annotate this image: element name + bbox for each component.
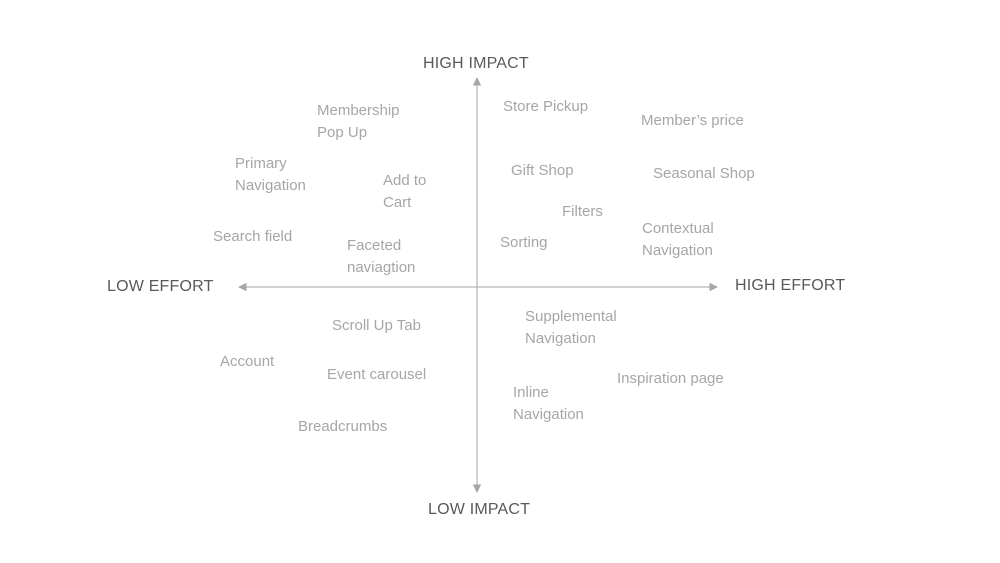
matrix-item: Scroll Up Tab (332, 315, 421, 337)
matrix-item-line: Navigation (642, 242, 713, 259)
matrix-item: Sorting (500, 232, 548, 254)
matrix-item-line: Pop Up (317, 124, 368, 141)
matrix-item-line: Primary (235, 155, 287, 172)
matrix-item-line: Navigation (235, 177, 306, 194)
matrix-item-line: Seasonal Shop (653, 165, 755, 182)
matrix-item-line: Inspiration page (617, 370, 724, 387)
matrix-item: Inspiration page (617, 368, 724, 390)
matrix-item: Gift Shop (511, 160, 574, 182)
matrix-item-line: Faceted (347, 237, 402, 254)
matrix-item-line: Member’s price (641, 112, 744, 129)
matrix-item: Breadcrumbs (298, 416, 387, 438)
axis-label-high-impact: HIGH IMPACT (423, 55, 529, 72)
impact-axis-arrow-down (472, 484, 482, 493)
axis-label-low-impact: LOW IMPACT (428, 501, 531, 518)
impact-axis-arrow-up (472, 77, 482, 86)
matrix-item: Store Pickup (503, 96, 588, 118)
matrix-item: Event carousel (327, 364, 426, 386)
matrix-item-line: Scroll Up Tab (332, 317, 421, 334)
matrix-item-line: Supplemental (525, 308, 617, 325)
matrix-item: Filters (562, 201, 603, 223)
matrix-item: Member’s price (641, 110, 744, 132)
matrix-item: Faceted naviagtion (347, 235, 415, 279)
matrix-item: Search field (213, 226, 292, 248)
axis-label-low-effort: LOW EFFORT (107, 278, 214, 295)
matrix-item-line: Navigation (525, 330, 596, 347)
matrix-item-line: Cart (383, 194, 412, 211)
matrix-item-line: Event carousel (327, 366, 427, 383)
effort-axis-arrow-left (238, 282, 247, 292)
matrix-item-line: Sorting (500, 234, 548, 251)
matrix-item-line: Navigation (513, 406, 584, 423)
matrix-item-line: Inline (513, 384, 549, 401)
matrix-item-line: Breadcrumbs (298, 418, 388, 435)
matrix-item-line: Contextual (642, 220, 714, 237)
matrix-item-line: naviagtion (347, 259, 416, 276)
matrix-item: Account (220, 351, 274, 373)
matrix-item: Seasonal Shop (653, 163, 755, 185)
matrix-item-line: Account (220, 353, 275, 370)
matrix-item-line: Filters (562, 203, 603, 220)
matrix-item-line: Add to (383, 172, 427, 189)
axis-label-high-effort: HIGH EFFORT (735, 277, 846, 294)
matrix-item-line: Store Pickup (503, 98, 589, 115)
effort-axis-arrow-right (709, 282, 718, 292)
matrix-item-line: Search field (213, 228, 293, 245)
matrix-item-line: Membership (317, 102, 400, 119)
matrix-item: Add to Cart (383, 170, 426, 214)
matrix-item-line: Gift Shop (511, 162, 574, 179)
